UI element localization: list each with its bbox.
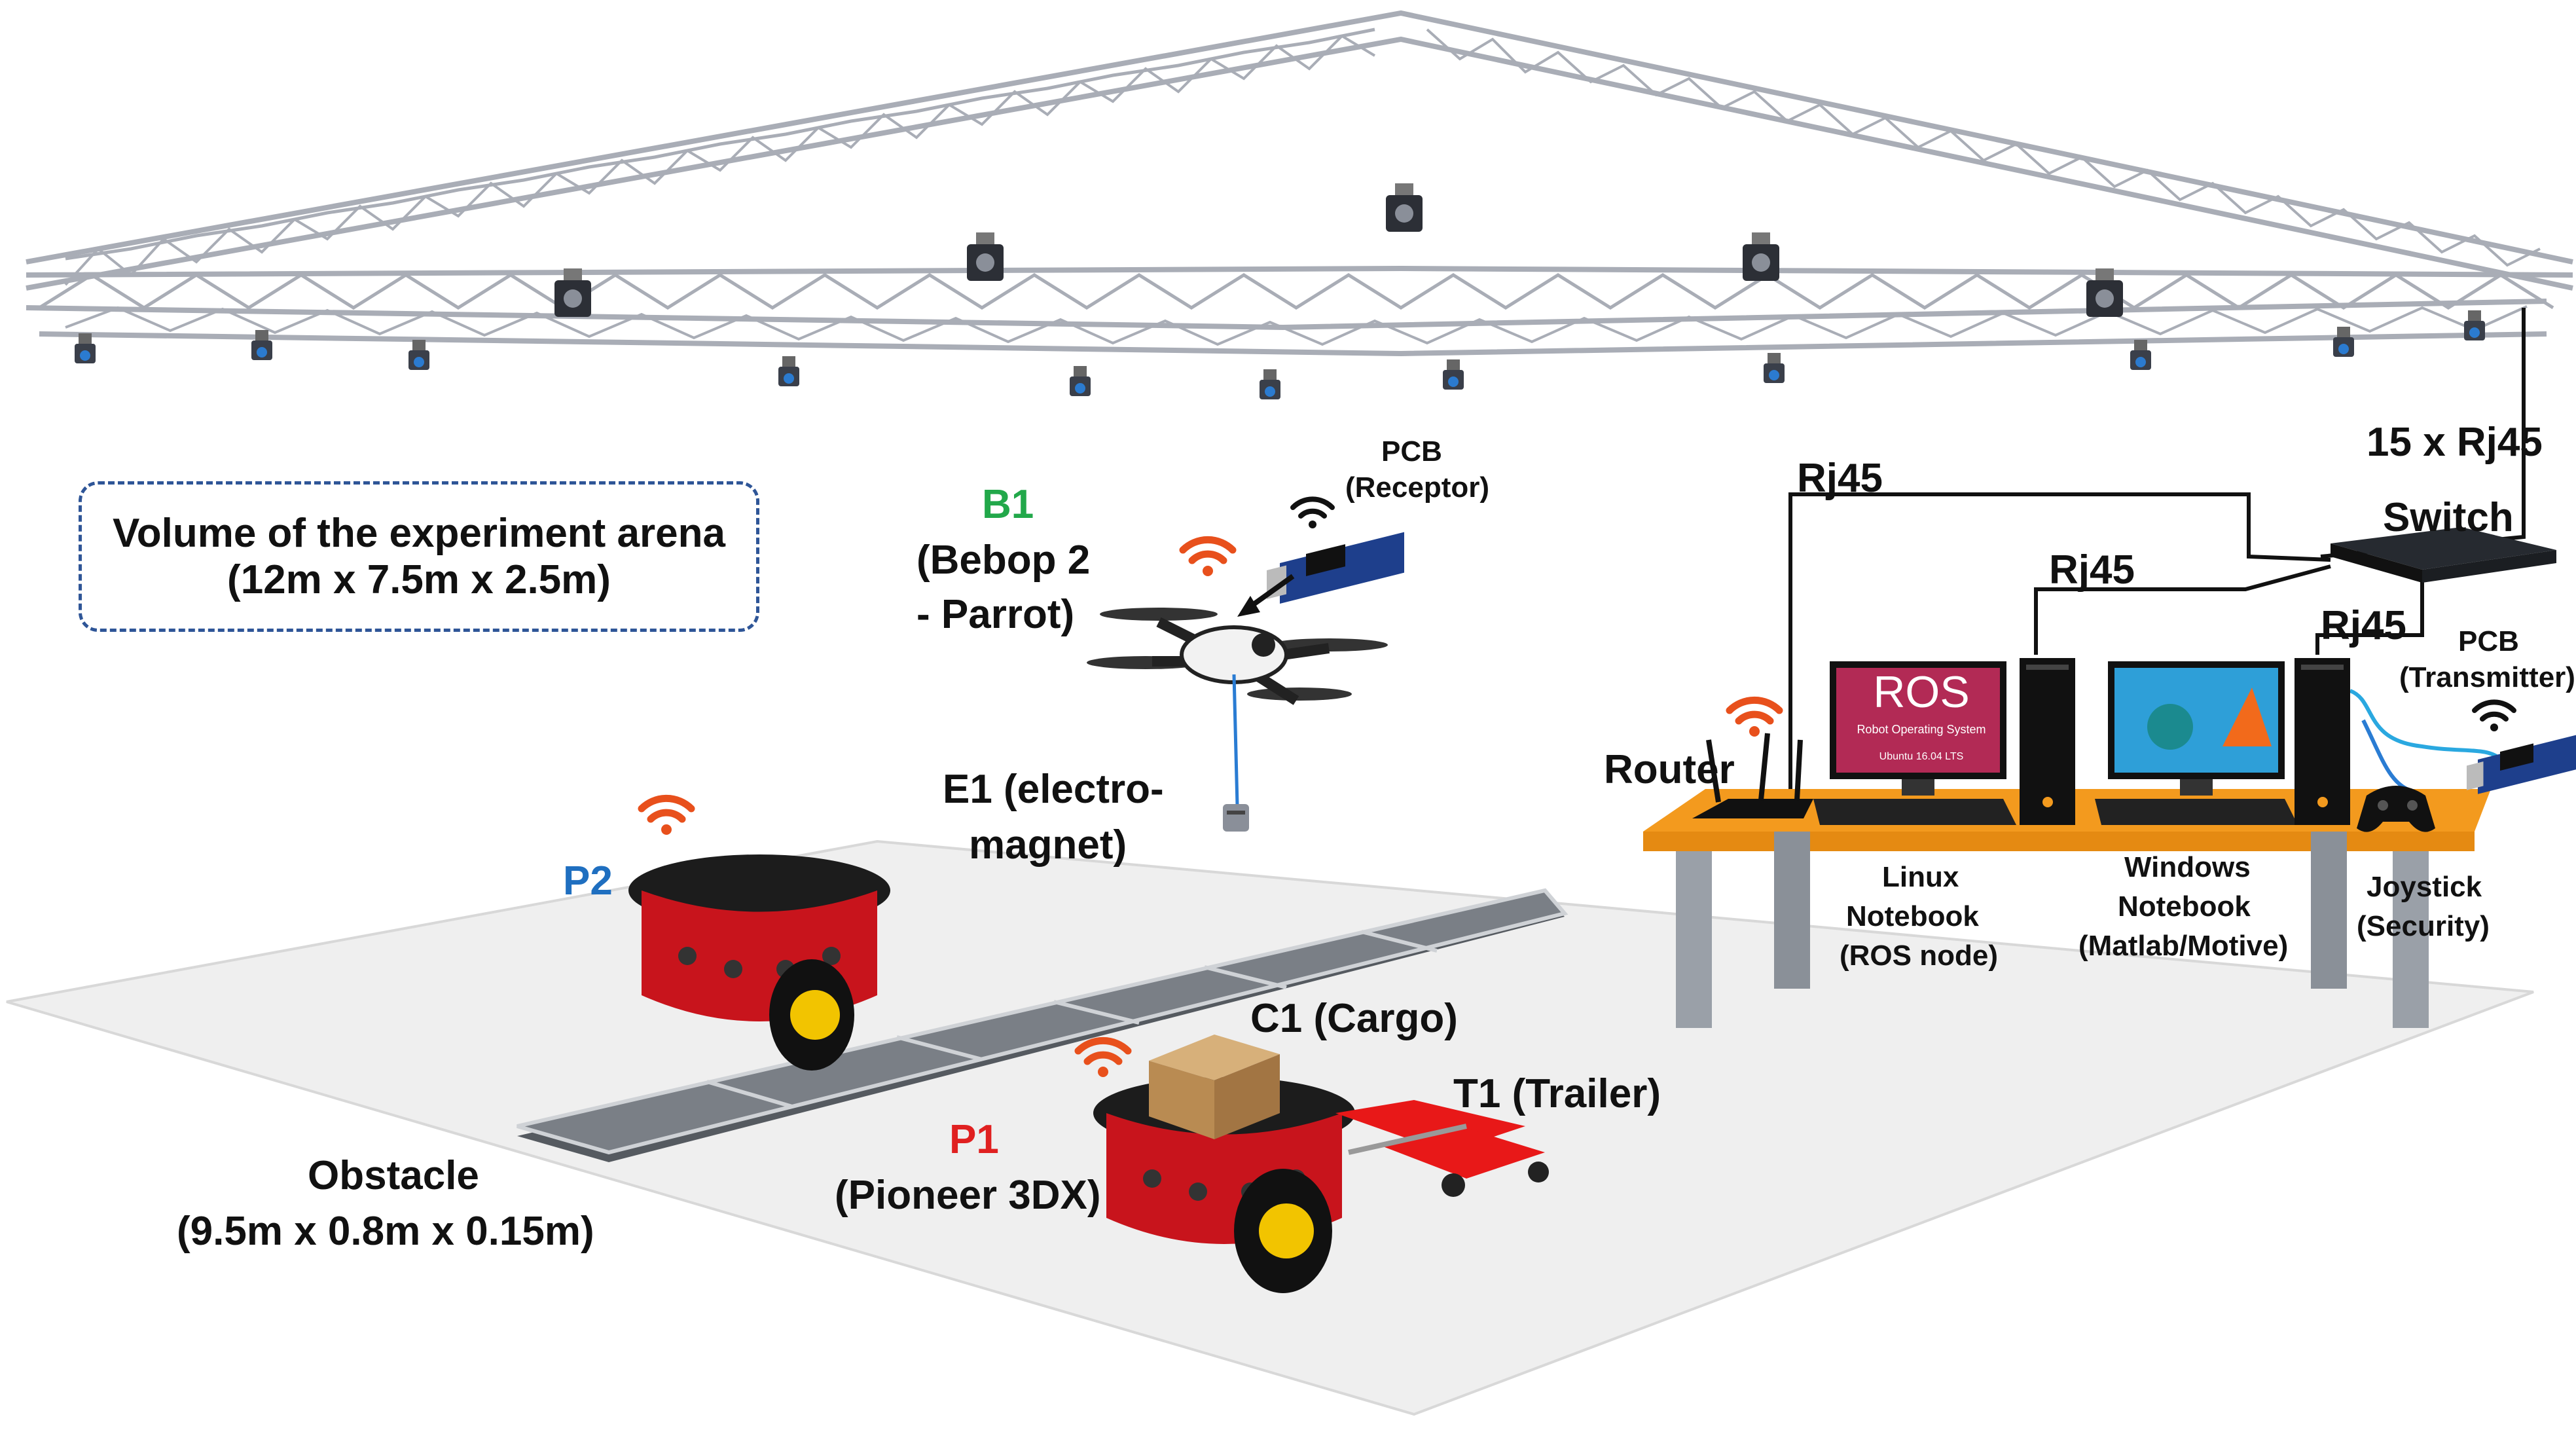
pcb-receptor-label-1: PCB [1381,435,1442,468]
linux-label-2: Notebook [1846,900,1979,932]
windows-label-3: (Matlab/Motive) [2078,930,2289,962]
ros-logo: ROS [1873,667,1969,717]
windows-label-1: Windows [2124,851,2251,883]
ros-version: Ubuntu 16.04 LTS [1879,751,1964,762]
windows-label-2: Notebook [2118,890,2251,923]
obstacle-label: Obstacle [308,1153,479,1198]
receptor-wifi-icon [1293,499,1332,528]
joystick [2357,786,2435,832]
drone-name-line2: - Parrot) [916,592,1075,637]
router-label: Router [1604,747,1735,792]
pcb-transmitter-label-1: PCB [2458,625,2519,657]
transmitter-wifi-icon [2475,702,2514,731]
pcb-transmitter-label-2: (Transmitter) [2399,661,2575,693]
drone-name-line1: (Bebop 2 [916,538,1091,583]
switch-label: Switch [2383,495,2514,540]
pcb-transmitter [2467,733,2576,794]
cargo-box [1149,1035,1280,1139]
rj45-windows-label: Rj45 [2321,603,2406,648]
receptor-arrow [1237,596,1260,617]
windows-monitor [2095,661,2298,825]
joystick-label-2: (Security) [2357,910,2490,942]
cargo-label: C1 (Cargo) [1250,996,1458,1041]
robot-p1-label: P1 [949,1117,999,1162]
drone-wifi-icon [1183,540,1233,576]
electromagnet-label-1: E1 (electro- [943,767,1164,812]
pcb-receptor [1267,532,1404,604]
network-switch [2331,527,2556,583]
robot-p2 [628,854,890,1071]
linux-label-1: Linux [1882,861,1959,893]
linux-tower [2020,658,2075,825]
robot-p2-label: P2 [563,858,613,904]
p2-wifi-icon [642,798,691,835]
arena-volume-dims: (12m x 7.5m x 2.5m) [227,557,611,602]
bebop-drone [1087,608,1388,832]
obstacle-dims: (9.5m x 0.8m x 0.15m) [177,1209,594,1254]
drone-id-label: B1 [982,482,1034,527]
linux-label-3: (ROS node) [1840,940,1998,972]
trailer-label: T1 (Trailer) [1453,1071,1661,1116]
trailer [1335,1100,1549,1197]
ros-subtitle: Robot Operating System [1857,723,1986,736]
linux-monitor: ROS Robot Operating System Ubuntu 16.04 … [1813,661,2016,825]
obstacle-plates [517,888,1569,1162]
router [1692,733,1813,818]
pcb-receptor-label-2: (Receptor) [1345,471,1490,504]
arena-volume-box: Volume of the experiment arena (12m x 7.… [79,481,759,632]
joystick-label-1: Joystick [2367,871,2482,903]
electromagnet-label-2: magnet) [969,822,1127,868]
usb-cable [2349,689,2503,761]
router-wifi-icon [1730,700,1779,737]
robot-p1-name: (Pioneer 3DX) [835,1173,1101,1218]
arena-volume-title: Volume of the experiment arena [113,510,725,556]
camera-truss [26,10,2573,357]
cameras-cable-label: 15 x Rj45 [2367,420,2543,465]
rj45-router-label: Rj45 [1797,456,1883,501]
rj45-linux-label: Rj45 [2049,547,2135,593]
windows-tower [2295,658,2350,825]
